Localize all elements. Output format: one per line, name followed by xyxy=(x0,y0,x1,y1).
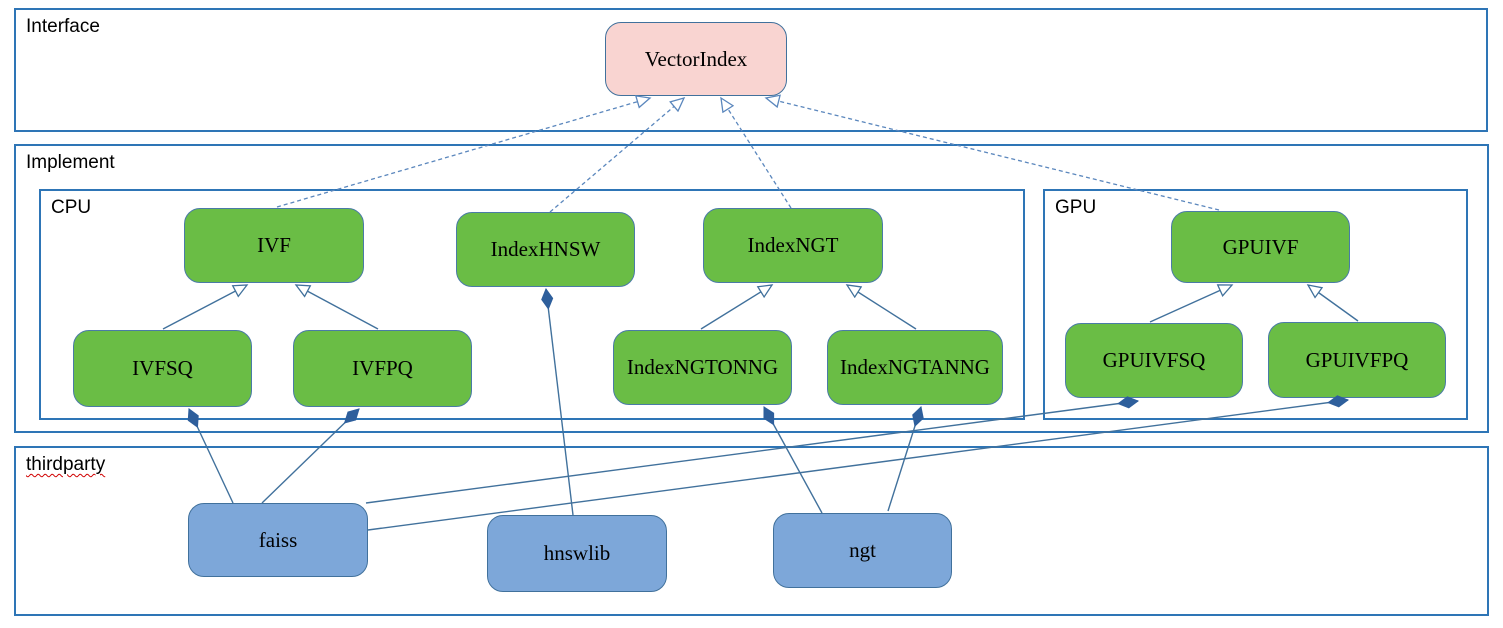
node-gpuivf: GPUIVF xyxy=(1171,211,1350,283)
section-implement-label: Implement xyxy=(26,152,115,173)
node-ivf: IVF xyxy=(184,208,364,283)
node-gpuivfpq: GPUIVFPQ xyxy=(1268,322,1446,398)
section-cpu-label: CPU xyxy=(51,197,92,218)
node-ngt: ngt xyxy=(773,513,952,588)
node-ivfsq: IVFSQ xyxy=(73,330,252,407)
node-indexhnsw: IndexHNSW xyxy=(456,212,635,287)
section-thirdparty-label: thirdparty xyxy=(26,454,106,475)
node-indexngt: IndexNGT xyxy=(703,208,883,283)
node-gpuivfsq: GPUIVFSQ xyxy=(1065,323,1243,398)
node-faiss: faiss xyxy=(188,503,368,577)
node-indexngtanng: IndexNGTANNG xyxy=(827,330,1003,405)
node-indexngtonng: IndexNGTONNG xyxy=(613,330,792,405)
node-hnswlib: hnswlib xyxy=(487,515,667,592)
section-interface-label: Interface xyxy=(26,16,100,37)
node-vectorindex: VectorIndex xyxy=(605,22,787,96)
section-gpu-label: GPU xyxy=(1055,197,1097,218)
node-ivfpq: IVFPQ xyxy=(293,330,472,407)
